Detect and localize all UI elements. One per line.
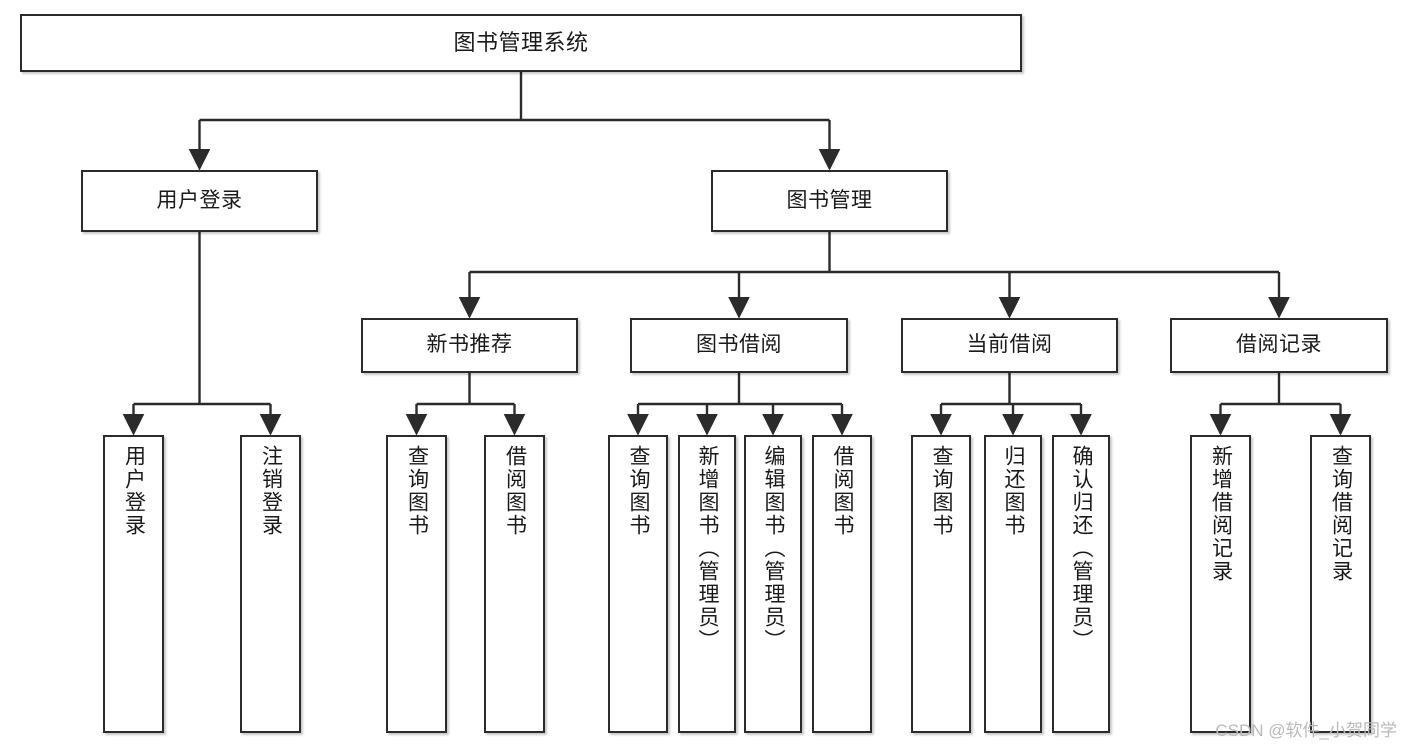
node-label: 用户登录 bbox=[156, 188, 243, 212]
node-leaf-2[interactable]: 查询图书 bbox=[386, 435, 447, 733]
node-label: 查询图书 bbox=[627, 445, 651, 537]
watermark-label: CSDN @软件_小贺同学 bbox=[1215, 721, 1397, 740]
node-label: 查询图书 bbox=[930, 445, 954, 537]
node-label: 新增借阅记录 bbox=[1209, 445, 1233, 583]
node-leaf-5[interactable]: 新增图书（管理员） bbox=[678, 435, 736, 733]
node-label: 借阅图书 bbox=[503, 445, 527, 537]
node-label: 查询借阅记录 bbox=[1329, 445, 1353, 583]
node-label: 借阅记录 bbox=[1236, 333, 1322, 357]
node-label: 查询图书 bbox=[405, 445, 429, 537]
node-leaf-11[interactable]: 新增借阅记录 bbox=[1190, 435, 1251, 733]
node-leaf-4[interactable]: 查询图书 bbox=[608, 435, 668, 733]
node-leaf-9[interactable]: 归还图书 bbox=[984, 435, 1042, 733]
node-leaf-12[interactable]: 查询借阅记录 bbox=[1310, 435, 1371, 733]
node-label: 图书借阅 bbox=[696, 333, 782, 357]
node-label: 确认归还（管理员） bbox=[1070, 445, 1094, 652]
node-leaf-0[interactable]: 用户登录 bbox=[103, 435, 164, 733]
node-root-图书管理系统[interactable]: 图书管理系统 bbox=[20, 14, 1022, 72]
node-leaf-10[interactable]: 确认归还（管理员） bbox=[1052, 435, 1110, 733]
node-l2-3[interactable]: 借阅记录 bbox=[1170, 318, 1388, 373]
node-leaf-8[interactable]: 查询图书 bbox=[911, 435, 971, 733]
node-l2-1[interactable]: 图书借阅 bbox=[630, 318, 848, 373]
node-leaf-7[interactable]: 借阅图书 bbox=[812, 435, 872, 733]
node-leaf-6[interactable]: 编辑图书（管理员） bbox=[744, 435, 802, 733]
node-label: 借阅图书 bbox=[831, 445, 855, 537]
node-l2-0[interactable]: 新书推荐 bbox=[361, 318, 578, 373]
node-label: 注销登录 bbox=[259, 445, 283, 537]
node-label: 新增图书（管理员） bbox=[696, 445, 720, 652]
node-label: 编辑图书（管理员） bbox=[762, 445, 786, 652]
node-label: 当前借阅 bbox=[966, 333, 1053, 357]
node-l2-2[interactable]: 当前借阅 bbox=[901, 318, 1118, 373]
node-label: 图书管理 bbox=[786, 188, 873, 212]
node-l1-0[interactable]: 用户登录 bbox=[81, 170, 318, 232]
node-label: 归还图书 bbox=[1002, 445, 1026, 537]
node-label: 新书推荐 bbox=[426, 333, 513, 357]
node-l1-1[interactable]: 图书管理 bbox=[711, 170, 948, 232]
node-leaf-3[interactable]: 借阅图书 bbox=[484, 435, 545, 733]
node-leaf-1[interactable]: 注销登录 bbox=[240, 435, 301, 733]
node-label: 用户登录 bbox=[122, 445, 146, 537]
node-label: 图书管理系统 bbox=[453, 30, 589, 56]
